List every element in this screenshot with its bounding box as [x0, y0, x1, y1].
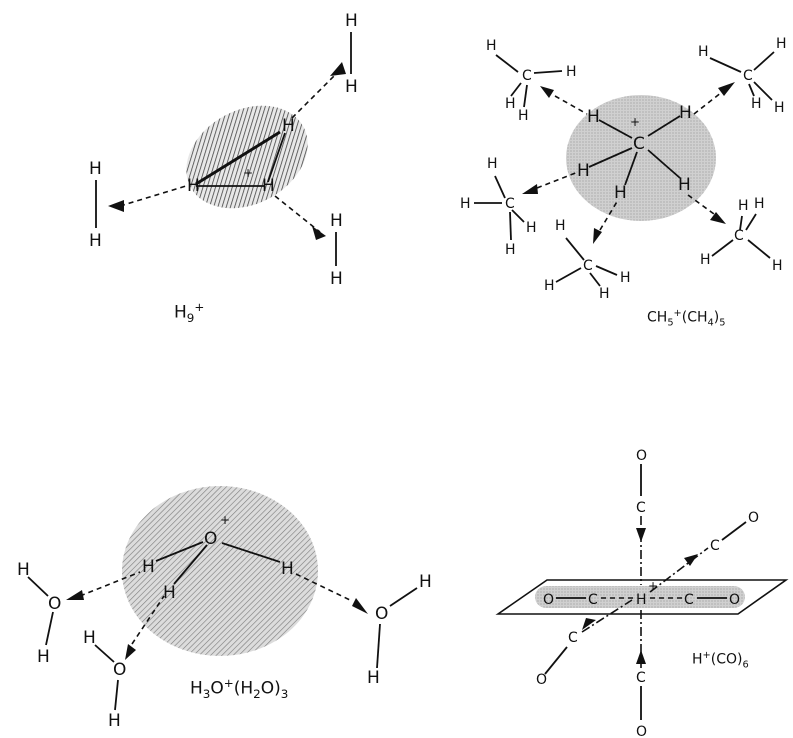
- svg-text:H: H: [487, 156, 498, 172]
- svg-text:H: H: [163, 583, 176, 603]
- svg-text:H: H: [83, 628, 96, 648]
- svg-text:H: H: [486, 38, 497, 54]
- svg-text:C: C: [588, 592, 598, 608]
- svg-text:H: H: [636, 592, 647, 608]
- svg-text:H: H: [566, 64, 577, 80]
- svg-text:O: O: [113, 660, 126, 680]
- svg-text:O: O: [536, 672, 547, 688]
- svg-text:H: H: [751, 96, 762, 112]
- svg-text:H: H: [460, 196, 471, 212]
- svg-text:H: H: [505, 96, 516, 112]
- svg-text:H: H: [526, 220, 537, 236]
- svg-text:H: H: [345, 77, 358, 97]
- svg-text:H: H: [345, 11, 358, 31]
- svg-text:C: C: [710, 538, 720, 554]
- svg-text:+: +: [243, 166, 253, 180]
- svg-text:+: +: [648, 579, 658, 593]
- svg-text:H: H: [330, 211, 343, 231]
- svg-text:H: H: [89, 159, 102, 179]
- formula-ch5-plus: CH5+(CH4)5: [647, 308, 726, 329]
- svg-text:H: H: [544, 278, 555, 294]
- hco-plus-diagram: O C C O O C C O O C H + C O: [495, 448, 789, 738]
- h9-plus-diagram: H H H + H H H H H H: [89, 11, 358, 289]
- svg-text:O: O: [543, 592, 554, 608]
- svg-text:H: H: [620, 270, 631, 286]
- h9-charge-cloud: [186, 105, 308, 209]
- formula-hco-plus: H+(CO)6: [692, 650, 749, 671]
- svg-text:H: H: [614, 183, 627, 203]
- svg-text:C: C: [734, 228, 744, 244]
- formula-h3o-plus: H3O+(H2O)3: [190, 676, 289, 702]
- ch5-plus-diagram: C + H H H H H C H H H H C H H H H: [460, 36, 787, 302]
- svg-text:O: O: [729, 592, 740, 608]
- svg-text:H: H: [142, 557, 155, 577]
- svg-text:O: O: [636, 724, 647, 738]
- svg-text:C: C: [568, 630, 578, 646]
- svg-text:C: C: [743, 68, 753, 84]
- svg-text:H: H: [700, 252, 711, 268]
- svg-text:O: O: [48, 594, 61, 614]
- svg-text:H: H: [555, 218, 566, 234]
- svg-text:H: H: [754, 196, 765, 212]
- svg-text:H: H: [282, 116, 295, 136]
- svg-text:C: C: [636, 670, 646, 686]
- svg-text:H: H: [17, 560, 30, 580]
- svg-text:H: H: [419, 572, 432, 592]
- svg-text:O: O: [204, 529, 217, 549]
- svg-text:C: C: [583, 258, 593, 274]
- svg-text:C: C: [684, 592, 694, 608]
- svg-text:H: H: [577, 161, 590, 181]
- svg-text:C: C: [505, 196, 515, 212]
- svg-text:O: O: [636, 448, 647, 464]
- svg-text:H: H: [587, 107, 600, 127]
- svg-text:H: H: [599, 286, 610, 302]
- svg-text:H: H: [89, 231, 102, 251]
- svg-text:H: H: [108, 711, 121, 731]
- svg-text:H: H: [262, 176, 275, 196]
- svg-text:C: C: [633, 134, 645, 154]
- svg-text:H: H: [37, 647, 50, 667]
- h3o-charge-cloud: [122, 486, 318, 656]
- svg-text:O: O: [748, 510, 759, 526]
- h3o-plus-diagram: O + H H H H O H H O H H O H: [17, 486, 432, 731]
- svg-text:H: H: [505, 242, 516, 258]
- svg-text:+: +: [630, 115, 640, 129]
- svg-text:H: H: [738, 198, 749, 214]
- ch5-charge-cloud: [566, 95, 716, 221]
- svg-text:H: H: [698, 44, 709, 60]
- svg-text:H: H: [187, 176, 200, 196]
- svg-text:H: H: [772, 258, 783, 274]
- svg-text:H: H: [367, 668, 380, 688]
- svg-text:H: H: [330, 269, 343, 289]
- formula-h9-plus: H9+: [174, 300, 205, 326]
- svg-text:O: O: [375, 604, 388, 624]
- equatorial-plane: [495, 579, 789, 615]
- hco-charge-cloud: [535, 586, 745, 608]
- svg-text:H: H: [776, 36, 787, 52]
- svg-text:H: H: [774, 100, 785, 116]
- svg-text:+: +: [220, 513, 230, 527]
- svg-text:C: C: [636, 500, 646, 516]
- svg-text:H: H: [679, 103, 692, 123]
- svg-text:H: H: [281, 559, 294, 579]
- svg-text:H: H: [678, 175, 691, 195]
- svg-text:H: H: [518, 108, 529, 124]
- svg-text:C: C: [522, 68, 532, 84]
